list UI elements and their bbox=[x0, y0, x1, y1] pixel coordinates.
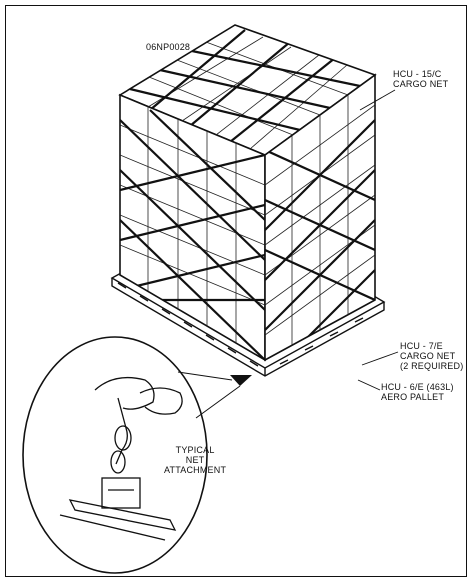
detail-circle bbox=[22, 336, 208, 574]
detail-connector bbox=[177, 371, 241, 419]
label-line: TYPICAL bbox=[175, 445, 215, 455]
label-hcu-7e: HCU - 7/E CARGO NET (2 REQUIRED) bbox=[400, 341, 463, 371]
label-hcu-6e: HCU - 6/E (463L) AERO PALLET bbox=[381, 382, 454, 402]
label-typical-net-attachment: TYPICAL NET ATTACHMENT bbox=[164, 445, 226, 475]
label-line: NET bbox=[185, 455, 205, 465]
cargo-net bbox=[120, 29, 375, 360]
figure-frame bbox=[5, 5, 467, 577]
label-line: HCU - 15/C bbox=[393, 69, 442, 79]
label-line: CARGO NET bbox=[393, 79, 449, 89]
label-hcu-15c: HCU - 15/C CARGO NET bbox=[393, 69, 448, 89]
pointer-arrow bbox=[230, 375, 252, 386]
label-line: ATTACHMENT bbox=[164, 465, 227, 475]
figure-id: 06NP0028 bbox=[146, 42, 191, 52]
label-line: HCU - 6/E (463L) bbox=[381, 382, 454, 392]
label-line: (2 REQUIRED) bbox=[400, 361, 464, 371]
net-attachment-detail bbox=[59, 376, 183, 541]
label-line: HCU - 7/E bbox=[400, 341, 443, 351]
label-line: AERO PALLET bbox=[381, 392, 445, 402]
label-line: CARGO NET bbox=[400, 351, 456, 361]
leader-lines bbox=[357, 89, 399, 391]
